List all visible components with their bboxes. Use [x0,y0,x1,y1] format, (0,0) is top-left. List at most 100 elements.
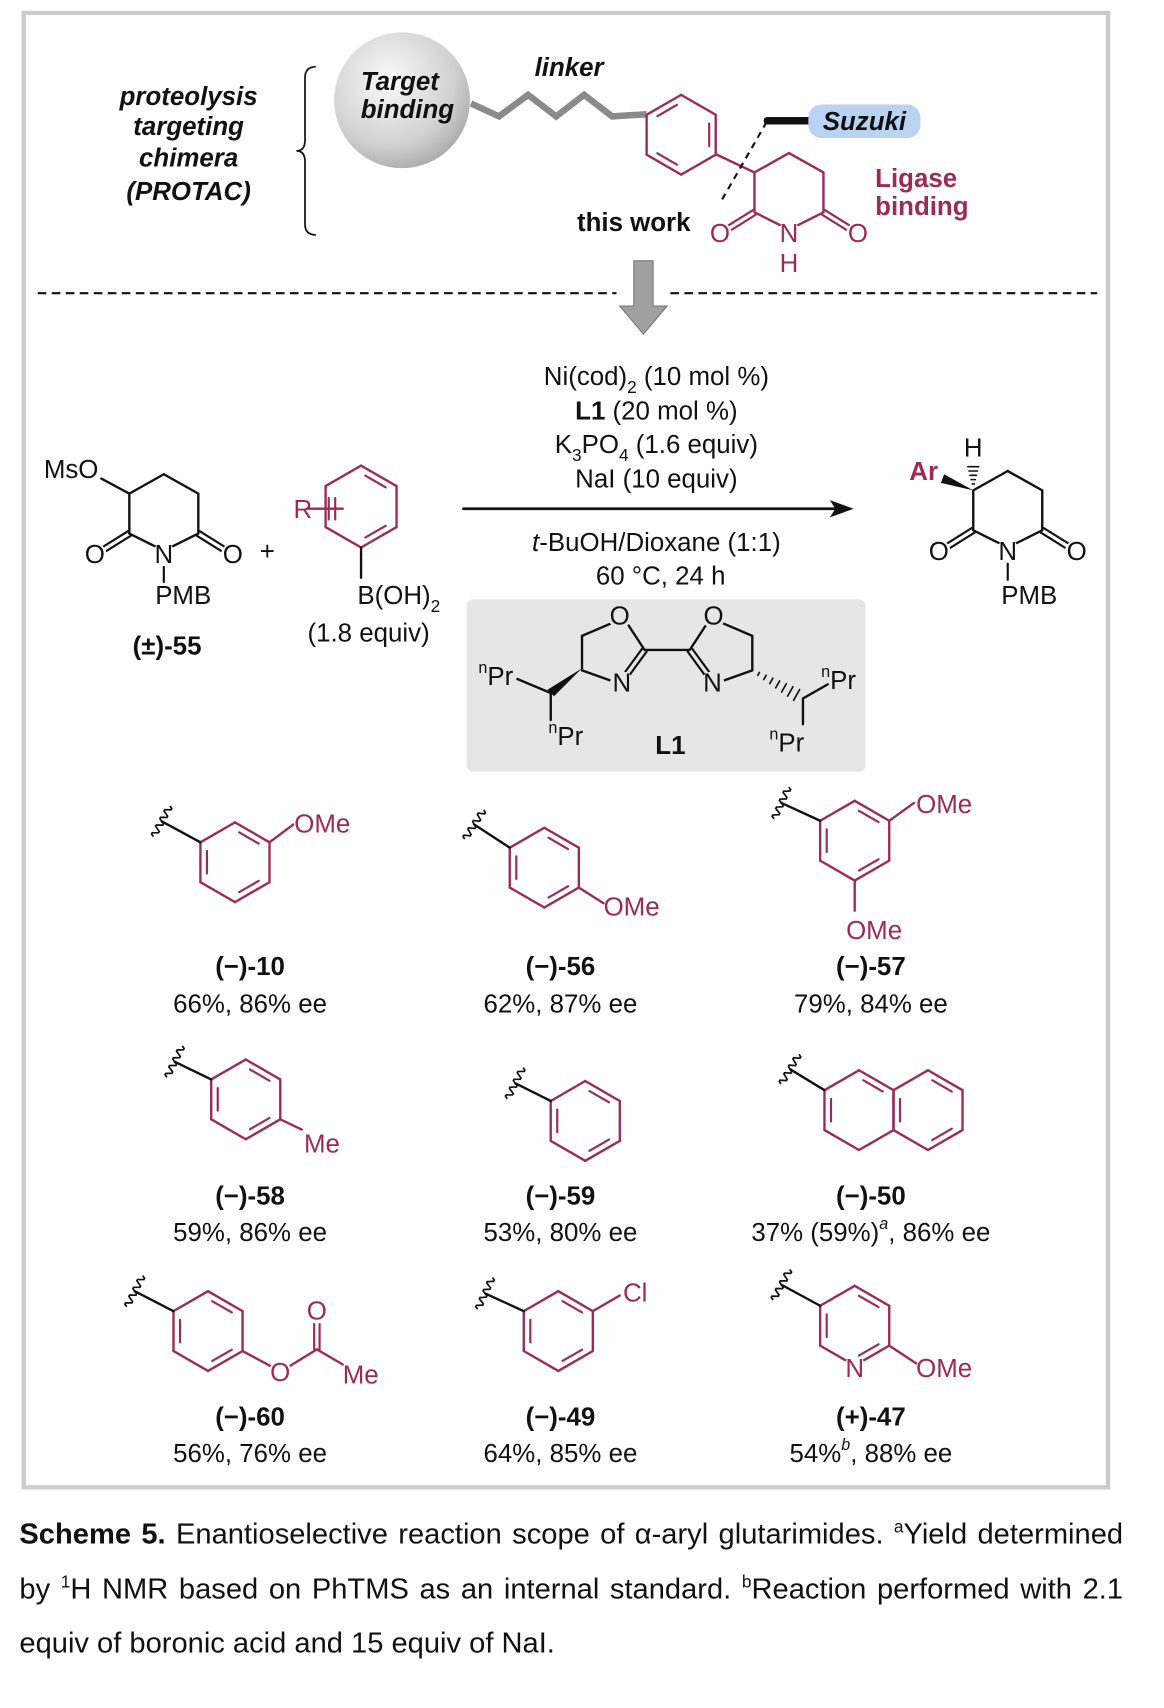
double-bond [690,647,711,674]
ring-double-bond [211,1348,233,1363]
substituent-bond [888,1344,918,1365]
atom-mask [777,222,801,246]
ring-bond [210,1058,247,1081]
condition-additive: NaI (10 equiv) [575,466,737,494]
ring-bond [853,859,891,882]
ring-double-bond [238,879,260,894]
attachment-bond [514,1082,552,1103]
oxygen-atom: O [85,541,105,569]
text-part: 2 [627,377,637,397]
ring-bond [128,532,157,548]
footnote-b-mark: b [741,1573,752,1592]
text-part: 37% (59%) [751,1219,879,1247]
bond [516,677,552,695]
yield-ee-label: 66%, 86% ee [173,991,327,1019]
double-bond [726,208,755,228]
ring-bond [818,1284,856,1307]
ring-bond [645,93,683,116]
ring-bond [823,1128,861,1152]
bond [241,1349,273,1368]
atom-mask [151,543,176,567]
protac-label-line: chimera [139,144,238,172]
benzene-ring [199,821,271,904]
ring-bond [210,1118,247,1141]
oxygen-atom: O [610,603,630,631]
attachment-bond [483,1292,525,1313]
text-part: 54% [789,1440,841,1468]
substituent-bond [591,1294,621,1313]
bond [580,621,614,638]
target-binding-label: binding [361,96,455,124]
wavy-bond-icon [504,1067,526,1100]
atom-mask [995,539,1020,564]
ring-double-bond [364,524,387,539]
protac-label-line: proteolysis [119,83,258,111]
double-bond [100,530,129,549]
bond [315,1348,344,1366]
caption-text: Reaction performed with 2.1 equiv of bor… [19,1571,1124,1659]
text-part: , 88% ee [850,1440,952,1468]
naphthalene-ring [823,1069,895,1152]
attachment-bond [173,1060,213,1081]
aryl-label: Ar [909,458,938,486]
attachment-bond [780,1283,822,1307]
double-bond [1042,526,1071,546]
ring-double-bond [857,858,880,872]
ligand-box [466,599,866,772]
ring-bond [679,93,717,116]
npropyl-label: nPr [821,663,856,695]
atom-mask [607,604,632,629]
attachment-bond [133,1290,175,1313]
ring-double-bond [656,103,679,118]
text-part: n [478,659,487,677]
ring-double-bond [931,1127,953,1142]
ring-double-bond [547,836,570,851]
bond [688,623,708,652]
boronic-equiv-label: (1.8 equiv) [308,620,430,648]
text-part: Pr [487,663,513,691]
ring-double-bond [857,809,880,824]
compound-label: (−)-58 [215,1182,285,1210]
ring-bond [199,880,237,904]
text-part: Ni(cod) [544,363,627,391]
atom-mask [701,604,726,629]
ring-bond [584,1079,621,1103]
bond [627,623,646,652]
text-part: -BuOH/Dioxane (1:1) [539,529,780,557]
compound-label: (−)-10 [215,953,285,981]
ring-bond [679,153,717,176]
ring-bond [171,532,200,548]
text-part: n [548,719,557,737]
pmb-label: PMB [1001,582,1057,610]
hash-bond [756,671,761,677]
attachment-bond [788,1067,826,1092]
yield-ee-label: 64%, 85% ee [484,1440,638,1468]
ring-bond [1006,469,1044,492]
substituent-bond [577,886,605,905]
npropyl-label: nPr [769,726,804,758]
atom-mask [846,222,870,246]
ligase-binding-label: Ligase [875,165,957,193]
bond [580,669,614,683]
substituent-label: Me [304,1131,340,1159]
ring-bond [522,1349,560,1373]
bond [720,669,754,683]
compound-label: (−)-60 [215,1403,285,1431]
protac-label-line: (PROTAC) [126,178,251,206]
ring-double-bond [561,1300,584,1314]
ring-bond [206,1290,244,1313]
footnote-mark: a [879,1215,888,1233]
ring-bond [557,1349,595,1373]
ring-bond [796,211,825,227]
text-part: n [769,726,778,744]
phenyl-ring [645,93,717,176]
mesylate-label: MsO [44,456,99,484]
arrowhead-icon [829,500,854,518]
ring-bond [926,1128,964,1152]
substituent-label: Cl [623,1279,647,1307]
